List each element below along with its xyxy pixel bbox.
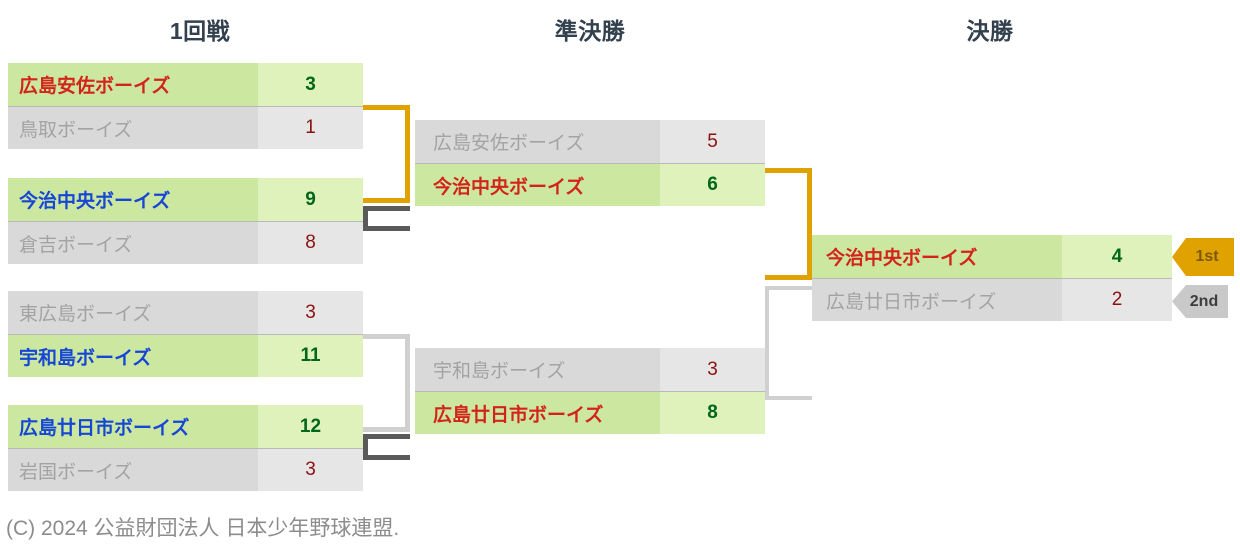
team-name: 宇和島ボーイズ [433,361,566,382]
table-row[interactable]: 今治中央ボーイズ 6 [415,163,765,206]
team-name: 倉吉ボーイズ [19,234,133,256]
team-name-cell: 宇和島ボーイズ [8,335,258,377]
table-row[interactable]: 東広島ボーイズ 3 [8,291,363,334]
team-name-cell: 広島安佐ボーイズ [8,63,258,106]
team-score: 8 [660,392,765,434]
team-score: 2 [1062,279,1172,321]
team-name-cell: 東広島ボーイズ [8,291,258,334]
team-name-cell: 広島安佐ボーイズ [415,120,660,163]
table-row[interactable]: 広島廿日市ボーイズ 8 [415,391,765,434]
copyright-footer: (C) 2024 公益財団法人 日本少年野球連盟. [6,517,400,540]
team-name-cell: 広島廿日市ボーイズ [8,405,258,448]
team-name-cell: 宇和島ボーイズ [415,348,660,391]
team-name-cell: 広島廿日市ボーイズ [812,279,1062,321]
team-name: 広島廿日市ボーイズ [433,404,604,426]
team-name-cell: 今治中央ボーイズ [8,178,258,221]
team-score: 4 [1062,235,1172,278]
team-name-cell: 今治中央ボーイズ [812,235,1062,278]
team-name: 今治中央ボーイズ [826,248,978,269]
rank-badge-second-place: 2nd [1172,285,1228,318]
table-row[interactable]: 宇和島ボーイズ 3 [415,348,765,391]
table-row[interactable]: 岩国ボーイズ 3 [8,448,363,491]
table-row[interactable]: 今治中央ボーイズ 4 [812,235,1172,278]
team-score: 1 [258,107,363,149]
team-score: 5 [660,120,765,163]
match-semifinal-1: 広島安佐ボーイズ 5 今治中央ボーイズ 6 [415,120,765,206]
round-header-first: 1回戦 [169,18,231,44]
team-name: 広島廿日市ボーイズ [826,291,997,313]
team-score: 11 [258,335,363,377]
team-score: 9 [258,178,363,221]
team-name: 広島安佐ボーイズ [433,133,585,154]
team-score: 8 [258,222,363,264]
match-round1-1: 広島安佐ボーイズ 3 鳥取ボーイズ 1 [8,63,363,149]
match-final: 今治中央ボーイズ 4 広島廿日市ボーイズ 2 [812,235,1172,321]
team-name: 岩国ボーイズ [19,461,133,483]
team-score: 12 [258,405,363,448]
team-score: 3 [258,63,363,106]
table-row[interactable]: 宇和島ボーイズ 11 [8,334,363,377]
round-header-final: 決勝 [966,18,1014,44]
team-score: 3 [660,348,765,391]
team-name: 広島安佐ボーイズ [19,76,171,97]
team-score: 3 [258,449,363,491]
round-header-semifinal: 準決勝 [554,18,626,44]
team-name-cell: 今治中央ボーイズ [415,164,660,206]
table-row[interactable]: 倉吉ボーイズ 8 [8,221,363,264]
table-row[interactable]: 広島安佐ボーイズ 5 [415,120,765,163]
match-round1-2: 今治中央ボーイズ 9 倉吉ボーイズ 8 [8,178,363,264]
team-name: 東広島ボーイズ [19,304,152,325]
match-round1-3: 東広島ボーイズ 3 宇和島ボーイズ 11 [8,291,363,377]
table-row[interactable]: 広島廿日市ボーイズ 12 [8,405,363,448]
rank-badge-first-place: 1st [1172,238,1234,276]
team-name-cell: 倉吉ボーイズ [8,222,258,264]
match-semifinal-2: 宇和島ボーイズ 3 広島廿日市ボーイズ 8 [415,348,765,434]
team-name: 今治中央ボーイズ [433,176,585,198]
team-score: 3 [258,291,363,334]
team-name: 広島廿日市ボーイズ [19,418,190,439]
team-name-cell: 広島廿日市ボーイズ [415,392,660,434]
match-round1-4: 広島廿日市ボーイズ 12 岩国ボーイズ 3 [8,405,363,491]
team-name-cell: 鳥取ボーイズ [8,107,258,149]
team-name: 鳥取ボーイズ [19,119,133,141]
table-row[interactable]: 鳥取ボーイズ 1 [8,106,363,149]
table-row[interactable]: 広島廿日市ボーイズ 2 [812,278,1172,321]
table-row[interactable]: 今治中央ボーイズ 9 [8,178,363,221]
team-name: 今治中央ボーイズ [19,191,171,212]
table-row[interactable]: 広島安佐ボーイズ 3 [8,63,363,106]
team-score: 6 [660,164,765,206]
team-name: 宇和島ボーイズ [19,347,152,369]
team-name-cell: 岩国ボーイズ [8,449,258,491]
